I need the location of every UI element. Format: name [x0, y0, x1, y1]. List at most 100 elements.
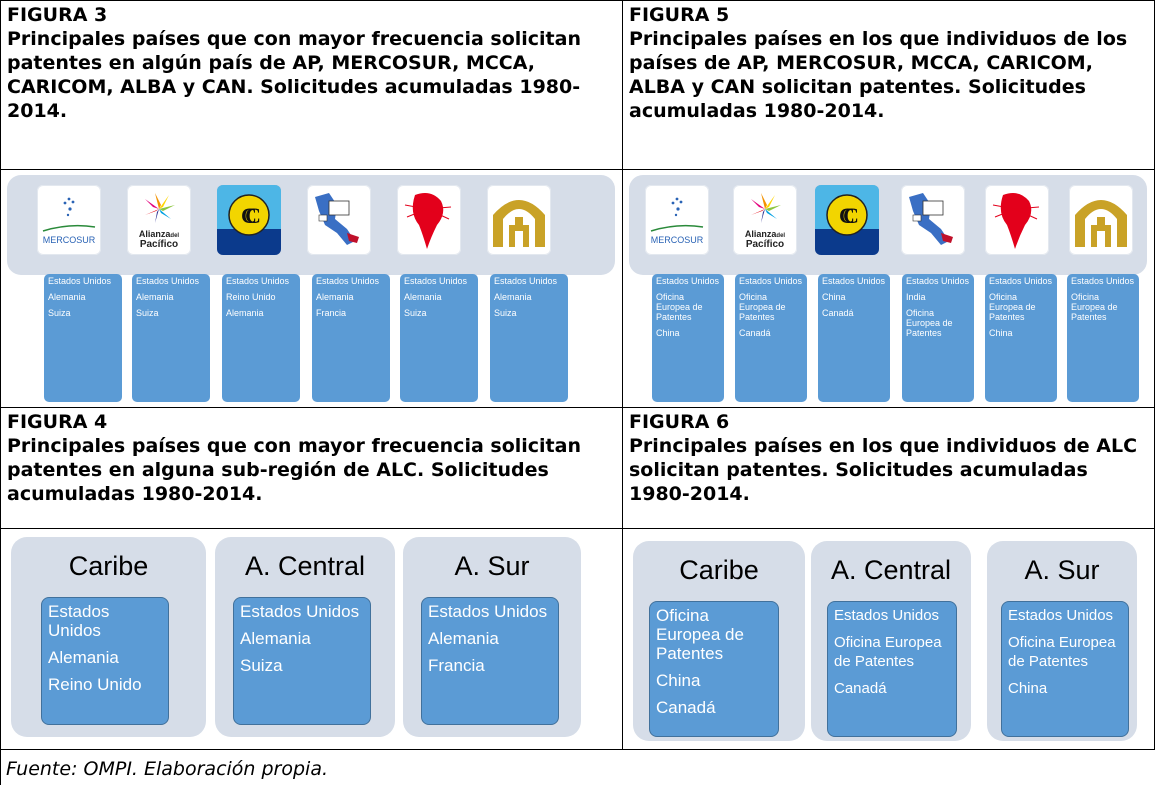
alba-logo [397, 185, 461, 255]
list-item: Alemania [48, 648, 119, 667]
list-item: Canadá [834, 680, 887, 697]
list-item: Estados Unidos [136, 276, 200, 286]
list-item: Oficina Europea de Patentes [906, 308, 953, 338]
can-logo [1069, 185, 1133, 255]
fig4-region-central: A. Central Estados Unidos Alemania Suiza [215, 537, 395, 737]
fig3-column-caricom: Estados Unidos Reino Unido Alemania [222, 274, 300, 402]
fig3-column-alianza: Estados Unidos Alemania Suiza [132, 274, 210, 402]
list-item: Oficina Europea de Patentes [1008, 634, 1116, 670]
fig6-region-sur: A. Sur Estados Unidos Oficina Europea de… [987, 541, 1137, 741]
source-row-left-border [0, 749, 1, 785]
caricom-logo: C C [217, 185, 281, 255]
list-item: Suiza [48, 308, 71, 318]
list-item: Estados Unidos [226, 276, 290, 286]
list-item: Alemania [428, 629, 499, 648]
list-item: Alemania [404, 292, 442, 302]
region-title: A. Central [830, 555, 952, 585]
list-item: Estados Unidos [834, 607, 940, 624]
list-item: Francia [316, 308, 347, 318]
fig3-number: FIGURA 3 [7, 4, 108, 26]
list-item: Canadá [656, 698, 716, 717]
region-title: A. Central [244, 551, 366, 581]
region-title: A. Sur [1024, 555, 1100, 585]
fig5-header: FIGURA 5 Principales países en los que i… [622, 0, 1155, 170]
list-item: China [1008, 680, 1048, 697]
fig3-header: FIGURA 3 Principales países que con mayo… [0, 0, 623, 170]
list-item: Estados Unidos [739, 276, 803, 286]
fig4-header: FIGURA 4 Principales países que con mayo… [0, 407, 623, 529]
list-item: Oficina Europea de Patentes [1071, 292, 1118, 322]
list-item: Alemania [226, 308, 264, 318]
list-item: Estados Unidos [316, 276, 380, 286]
list-item: Estados Unidos [240, 602, 360, 621]
alba-logo [985, 185, 1049, 255]
region-title: A. Sur [454, 551, 530, 581]
list-item: Oficina Europea de Patentes [656, 292, 703, 322]
fig5-column-alianza: Estados Unidos Oficina Europea de Patent… [735, 274, 807, 402]
fig5-body: MERCOSUR Alianzadel Pacífico [622, 169, 1155, 408]
alianza-pacifico-logo: Alianzadel Pacífico [127, 185, 191, 255]
region-list: Estados Unidos Alemania Reino Unido [41, 597, 169, 725]
region-list: Estados Unidos Oficina Europea de Patent… [1001, 601, 1129, 737]
list-item: Suiza [240, 656, 283, 675]
svg-text:C: C [839, 203, 855, 228]
region-list: Estados Unidos Alemania Francia [421, 597, 559, 725]
list-item: Reino Unido [226, 292, 276, 302]
list-item: Estados Unidos [48, 276, 112, 286]
list-item: China [656, 328, 680, 338]
list-item: Alemania [494, 292, 532, 302]
alianza-pacifico-word: Pacífico [140, 239, 178, 250]
fig6-region-central: A. Central Estados Unidos Oficina Europe… [811, 541, 971, 741]
list-item: Estados Unidos [1008, 607, 1114, 624]
list-item: Reino Unido [48, 675, 142, 694]
fig5-title: Principales países en los que individuos… [629, 28, 1128, 122]
list-item: Estados Unidos [1071, 276, 1135, 286]
fig3-column-sica: Estados Unidos Alemania Francia [312, 274, 390, 402]
list-item: Estados Unidos [989, 276, 1053, 286]
list-item: China [989, 328, 1013, 338]
source-note: Fuente: OMPI. Elaboración propia. [6, 758, 329, 780]
svg-text:C: C [843, 203, 859, 228]
list-item: Alemania [136, 292, 174, 302]
svg-text:Alianzadel: Alianzadel [139, 229, 180, 239]
mercosur-label: MERCOSUR [651, 235, 704, 245]
mercosur-logo: MERCOSUR [645, 185, 709, 255]
list-item: Estados Unidos [656, 276, 720, 286]
alianza-word: Alianza [139, 229, 172, 239]
fig3-column-can: Estados Unidos Alemania Suiza [490, 274, 568, 402]
alianza-del: del [776, 233, 785, 239]
mercosur-logo: MERCOSUR [37, 185, 101, 255]
fig4-title: Principales países que con mayor frecuen… [7, 435, 581, 505]
svg-text:Alianzadel: Alianzadel [745, 229, 786, 239]
region-list: Oficina Europea de Patentes China Canadá [649, 601, 779, 737]
fig6-header: FIGURA 6 Principales países en los que i… [622, 407, 1155, 529]
fig6-number: FIGURA 6 [629, 411, 730, 433]
fig5-column-caricom: Estados Unidos China Canadá [818, 274, 890, 402]
fig3-column-alba: Estados Unidos Alemania Suiza [400, 274, 478, 402]
alianza-pacifico-logo: Alianzadel Pacífico [733, 185, 797, 255]
list-item: China [822, 292, 846, 302]
sica-map-logo [307, 185, 371, 255]
list-item: Alemania [316, 292, 354, 302]
fig4-number: FIGURA 4 [7, 411, 108, 433]
fig5-number: FIGURA 5 [629, 4, 730, 26]
list-item: Oficina Europea de Patentes [989, 292, 1036, 322]
fig4-region-caribe: Caribe Estados Unidos Alemania Reino Uni… [11, 537, 206, 737]
region-list: Estados Unidos Alemania Suiza [233, 597, 371, 725]
fig4-region-sur: A. Sur Estados Unidos Alemania Francia [403, 537, 581, 737]
fig5-column-alba: Estados Unidos Oficina Europea de Patent… [985, 274, 1057, 402]
list-item: Oficina Europea de Patentes [656, 606, 744, 663]
list-item: Estados Unidos [428, 602, 548, 621]
list-item: Estados Unidos [906, 276, 970, 286]
list-item: China [656, 671, 701, 690]
list-item: Alemania [240, 629, 311, 648]
region-list: Estados Unidos Oficina Europea de Patent… [827, 601, 957, 737]
fig3-title: Principales países que con mayor frecuen… [7, 28, 581, 122]
fig3-body: MERCOSUR Alianzadel Pacífico [0, 169, 623, 408]
list-item: Estados Unidos [494, 276, 558, 286]
fig6-body: Caribe Oficina Europea de Patentes China… [622, 528, 1155, 750]
region-title: Caribe [679, 555, 759, 585]
fig6-region-caribe: Caribe Oficina Europea de Patentes China… [633, 541, 805, 741]
fig6-title: Principales países en los que individuos… [629, 435, 1138, 505]
